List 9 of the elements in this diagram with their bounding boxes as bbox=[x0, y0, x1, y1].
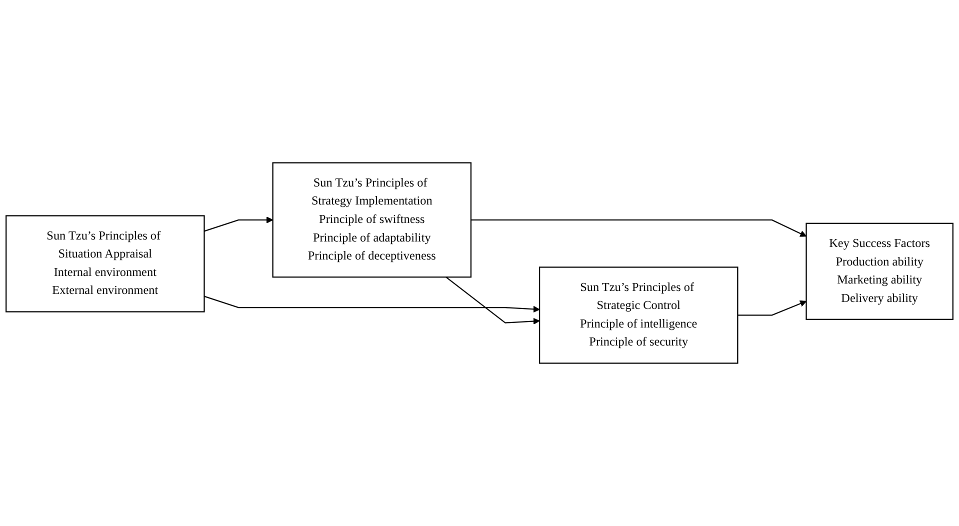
node-box: Key Success Factors Production ability Marketing ability Delivery ability bbox=[806, 222, 954, 320]
node-box: Sun Tzu’s Principles of Strategy Implementation Principle of swiftness Principle of adaptability Principle of deceptiveness bbox=[272, 162, 472, 278]
node-box: Sun Tzu’s Principles of Strategic Control Principle of intelligence Principle of security bbox=[538, 266, 738, 364]
arrow bbox=[204, 296, 540, 313]
arrow bbox=[446, 276, 540, 325]
arrow bbox=[470, 219, 807, 237]
node-box: Sun Tzu’s Principles of Situation Appraisal Internal environment External environment bbox=[6, 215, 205, 312]
arrow bbox=[738, 300, 807, 316]
arrow bbox=[204, 216, 274, 232]
